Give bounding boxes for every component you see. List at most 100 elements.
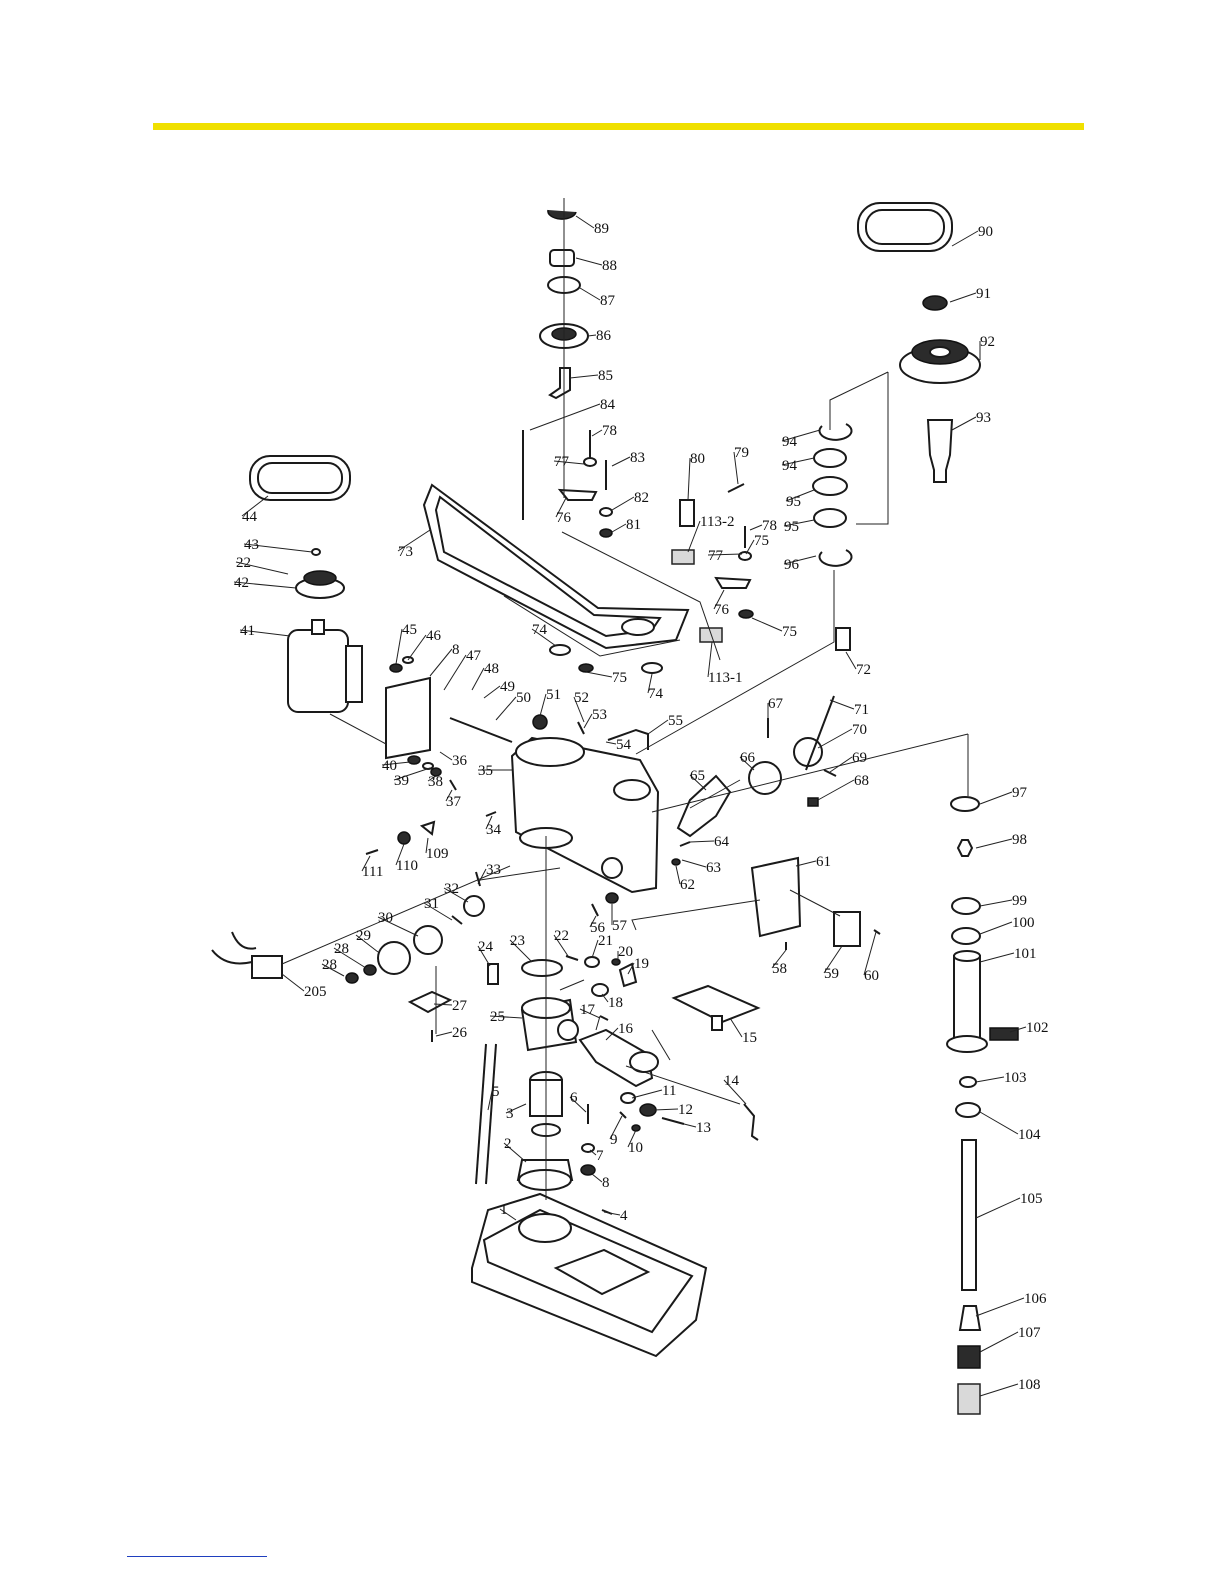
part-callout: 52	[574, 690, 589, 706]
table-15	[671, 984, 761, 1024]
part-callout: 88	[602, 258, 617, 274]
leader-line	[569, 1096, 587, 1113]
leader-line	[393, 767, 431, 781]
washer-77-right	[738, 551, 752, 561]
leader-line	[443, 887, 469, 903]
leader-line	[397, 529, 431, 552]
leader-line	[427, 775, 437, 782]
leader-line	[531, 628, 557, 647]
quill-101-top	[953, 950, 981, 962]
part-callout: 84	[600, 397, 616, 413]
leader-line	[723, 1079, 747, 1105]
part-callout: 74	[532, 622, 548, 638]
leader-line	[975, 1297, 1025, 1317]
knob-113-2	[671, 549, 695, 565]
head-35-bore	[515, 737, 585, 767]
part-callout: 96	[784, 557, 800, 573]
part-callout: 71	[854, 702, 869, 718]
part-callout: 38	[428, 774, 443, 790]
part-callout: 85	[598, 368, 613, 384]
part-callout: 29	[356, 928, 371, 944]
leader-line	[605, 1027, 619, 1041]
leader-line	[951, 416, 977, 431]
part-callout: 60	[864, 968, 879, 984]
part-callout: 70	[852, 722, 867, 738]
knob-18	[591, 983, 609, 997]
part-callout: 48	[484, 661, 499, 677]
leader-line	[435, 1031, 453, 1037]
belt-44-inner	[257, 462, 343, 494]
bearing-95-bottom	[813, 508, 847, 528]
nut-51	[532, 714, 548, 730]
key-43	[311, 548, 321, 556]
shaft-85	[548, 367, 571, 400]
leader-line	[589, 1149, 597, 1156]
leader-line	[471, 667, 485, 691]
spring-cap-32	[463, 895, 485, 917]
leader-line	[979, 791, 1013, 805]
part-callout: 205	[304, 984, 327, 1000]
table-15-post	[711, 1015, 723, 1031]
collar-66	[748, 761, 782, 795]
part-callout: 56	[590, 920, 606, 936]
part-callout: 67	[768, 696, 784, 712]
part-callout: 89	[594, 221, 609, 237]
leader-line	[683, 1123, 697, 1128]
spindle-pulley-92-bore	[929, 346, 951, 358]
leader-line	[675, 865, 681, 885]
leader-line	[739, 756, 755, 771]
leader-line	[713, 589, 725, 610]
header-rule	[153, 123, 1084, 130]
leader-line	[553, 934, 569, 957]
leader-line	[975, 838, 1013, 849]
leader-line	[377, 916, 419, 937]
leader-line	[975, 1076, 1005, 1083]
leader-line	[445, 789, 453, 802]
part-callout: 53	[592, 707, 607, 723]
part-callout: 35	[478, 763, 493, 779]
part-callout: 103	[1004, 1070, 1027, 1086]
pinion-line	[689, 779, 741, 809]
washer-77	[583, 457, 597, 467]
base-1-slot	[553, 1248, 651, 1296]
switch-link-line	[789, 889, 841, 917]
leader-line	[587, 334, 597, 337]
arm-to-table-line	[651, 1029, 671, 1061]
spring-74-right	[641, 662, 663, 674]
leader-line	[489, 1015, 523, 1019]
part-callout: 25	[490, 1009, 505, 1025]
leader-line	[829, 756, 853, 773]
leader-line	[321, 963, 345, 977]
part-callout: 18	[608, 995, 623, 1011]
motor-41-shaft	[311, 619, 325, 635]
bearing-103	[959, 1076, 977, 1088]
part-callout: 36	[452, 753, 468, 769]
part-callout: 42	[234, 575, 249, 591]
leader-line	[439, 751, 453, 761]
part-callout: 58	[772, 961, 787, 977]
leader-line	[509, 939, 533, 963]
leader-line	[477, 868, 487, 885]
leader-line	[609, 1115, 623, 1140]
leader-line	[653, 1108, 679, 1111]
bearing-to-head-line	[635, 570, 835, 755]
knob-72	[835, 627, 851, 651]
leader-line	[429, 648, 453, 677]
leader-line	[687, 520, 701, 553]
clip-76-right	[714, 576, 752, 589]
cover-29	[377, 941, 411, 975]
leader-line	[781, 429, 821, 442]
part-callout: 82	[634, 490, 649, 506]
nut-110	[397, 831, 411, 845]
cable-205-b	[231, 931, 257, 950]
quill-101-base	[946, 1035, 988, 1053]
part-callout: 94	[782, 458, 798, 474]
part-callout: 6	[570, 1090, 578, 1106]
motor-plate-36	[385, 676, 431, 760]
leader-line	[687, 457, 691, 501]
leader-line	[443, 654, 467, 691]
leader-line	[355, 934, 379, 953]
